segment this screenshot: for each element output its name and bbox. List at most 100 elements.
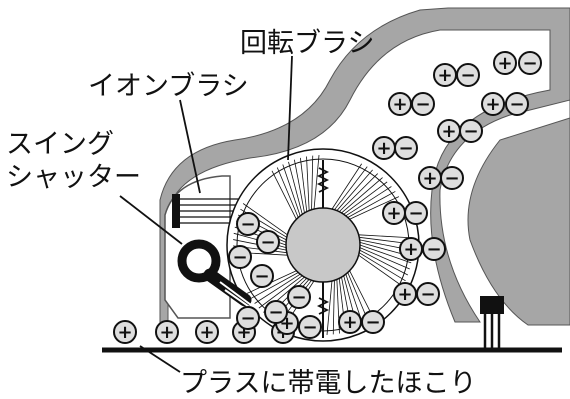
svg-text:−: − — [463, 121, 478, 142]
plus-charge-icon: + — [437, 119, 461, 143]
plus-charge-icon: + — [418, 166, 442, 190]
minus-charge-icon: − — [236, 212, 260, 236]
plus-charge-icon: + — [393, 282, 417, 306]
bristle-line — [242, 203, 288, 236]
svg-text:+: + — [403, 239, 418, 260]
bristle-line — [293, 159, 305, 214]
bristle-line — [311, 155, 314, 210]
svg-text:−: − — [365, 312, 380, 333]
svg-text:+: + — [441, 121, 456, 142]
bristle-line — [254, 273, 301, 304]
svg-text:+: + — [392, 94, 407, 115]
svg-text:−: − — [408, 203, 423, 224]
rotary-brush — [226, 148, 420, 342]
leader-swing-shutter — [119, 195, 183, 245]
svg-text:−: − — [260, 232, 275, 253]
bristle-line — [250, 272, 299, 299]
bristle-line — [359, 249, 409, 276]
minus-charge-icon: − — [440, 166, 464, 190]
bristle-line — [331, 163, 363, 210]
svg-text:+: + — [199, 322, 214, 343]
bristle-line — [326, 280, 333, 335]
minus-charge-icon: − — [361, 310, 385, 334]
label-rotary-brush: 回転ブラシ — [240, 28, 374, 59]
svg-text:+: + — [376, 138, 391, 159]
svg-text:−: − — [415, 94, 430, 115]
svg-text:−: − — [291, 287, 306, 308]
bristle-line — [358, 234, 413, 239]
leader-charged-dust — [139, 345, 181, 373]
label-ion-brush: イオンブラシ — [88, 71, 249, 102]
svg-text:−: − — [254, 266, 269, 287]
plus-charge-icon: + — [399, 237, 423, 261]
housing-body — [159, 7, 570, 331]
svg-text:+: + — [386, 203, 401, 224]
svg-text:−: − — [232, 247, 247, 268]
bristle-line — [359, 247, 410, 270]
minus-charge-icon: − — [505, 92, 529, 116]
svg-text:+: + — [485, 94, 500, 115]
svg-text:+: + — [159, 322, 174, 343]
minus-charge-icon: − — [250, 264, 274, 288]
minus-charge-icon: − — [264, 300, 288, 324]
plus-charge-icon: + — [195, 320, 219, 344]
minus-charge-icon: − — [456, 63, 480, 87]
bristle-line — [358, 252, 406, 282]
svg-text:−: − — [398, 138, 413, 159]
bristle-line — [334, 166, 368, 211]
plus-charge-icon: + — [338, 310, 362, 334]
svg-text:+: + — [117, 322, 132, 343]
contact-pins — [480, 296, 504, 350]
bristle-line — [349, 196, 400, 220]
minus-charge-icon: − — [256, 230, 280, 254]
plus-charge-icon: + — [155, 320, 179, 344]
minus-charge-icon: − — [404, 201, 428, 225]
plus-charge-icon: + — [493, 51, 517, 75]
minus-charge-icon: − — [416, 282, 440, 306]
bristle-line — [345, 186, 392, 217]
bristle-line — [306, 156, 310, 211]
minus-charge-icon: − — [236, 306, 260, 330]
svg-text:−: − — [420, 284, 435, 305]
swing-shutter — [177, 239, 259, 314]
brush-hub — [285, 207, 361, 283]
minus-charge-icon: − — [411, 92, 435, 116]
svg-text:−: − — [509, 94, 524, 115]
svg-text:+: + — [437, 65, 452, 86]
minus-charge-icon: − — [459, 119, 483, 143]
svg-text:−: − — [460, 65, 475, 86]
bristle-line — [288, 161, 303, 215]
leader-rotary-brush — [287, 55, 293, 161]
svg-text:+: + — [397, 284, 412, 305]
svg-text:−: − — [240, 308, 255, 329]
bristle-line — [347, 191, 396, 218]
bristle-line — [313, 155, 320, 210]
bristle-line — [332, 280, 335, 335]
plus-charge-icon: + — [372, 136, 396, 160]
plus-charge-icon: + — [481, 92, 505, 116]
bristle-line — [336, 169, 373, 211]
bristle-line — [282, 164, 301, 216]
label-swing-shutter-line2: シャッター — [6, 162, 141, 193]
bristle-line — [300, 157, 308, 212]
bristle-line — [341, 177, 383, 214]
bristle-line — [343, 181, 388, 215]
plus-charge-icon: + — [388, 92, 412, 116]
svg-text:−: − — [268, 302, 283, 323]
svg-text:−: − — [426, 239, 441, 260]
svg-text:+: + — [422, 168, 437, 189]
svg-text:+: + — [342, 312, 357, 333]
svg-text:+: + — [497, 53, 512, 74]
leader-ion-brush — [179, 99, 201, 194]
bristle-line — [271, 170, 297, 220]
svg-text:−: − — [444, 168, 459, 189]
label-swing-shutter-line1: スイング — [6, 129, 114, 160]
minus-charge-icon: − — [287, 285, 311, 309]
bristle-line — [258, 275, 303, 309]
minus-charge-icon: − — [422, 237, 446, 261]
minus-charge-icon: − — [228, 245, 252, 269]
charges: +++++++++++++++++−−−−−−−−−−−−−−−−−−− — [113, 51, 542, 344]
minus-charge-icon: − — [518, 51, 542, 75]
bristle-line — [358, 254, 404, 287]
